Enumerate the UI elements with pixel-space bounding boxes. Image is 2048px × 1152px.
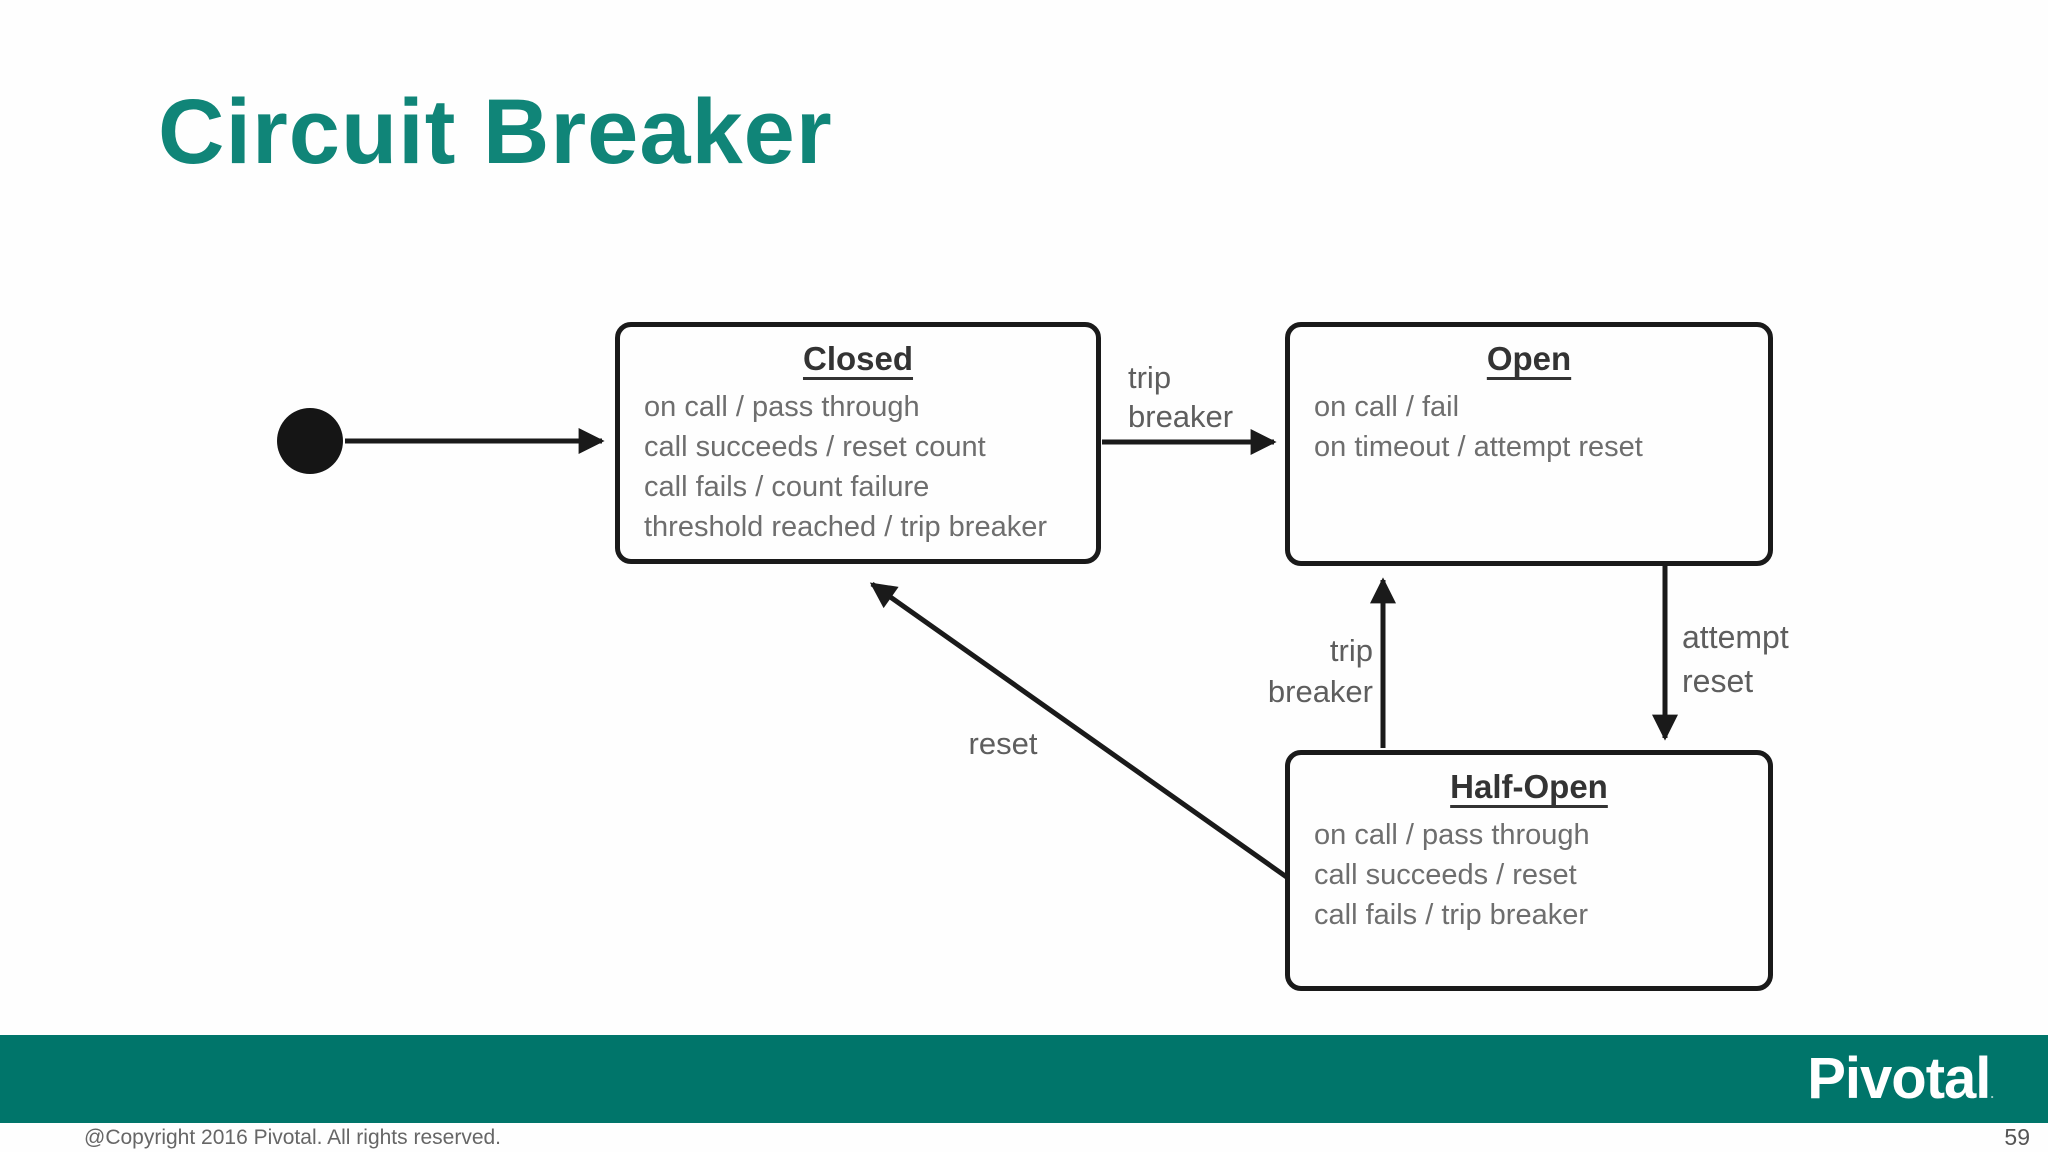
page-title: Circuit Breaker bbox=[158, 81, 833, 183]
state-behavior: on timeout / attempt reset bbox=[1314, 431, 1643, 463]
state-open-behaviors: on call / fail on timeout / attempt rese… bbox=[1290, 387, 1768, 467]
label-reset: reset bbox=[968, 726, 1038, 761]
state-behavior: threshold reached / trip breaker bbox=[644, 511, 1047, 543]
state-open-title: Open bbox=[1486, 340, 1572, 377]
label-trip-breaker-vertical: trip breaker bbox=[1267, 633, 1373, 709]
state-closed-behaviors: on call / pass through call succeeds / r… bbox=[620, 387, 1096, 547]
state-behavior: call fails / trip breaker bbox=[1314, 899, 1588, 931]
state-behavior: on call / fail bbox=[1314, 391, 1460, 423]
copyright-text: @Copyright 2016 Pivotal. All rights rese… bbox=[84, 1126, 502, 1149]
state-half-open: Half-Open on call / pass through call su… bbox=[1285, 750, 1773, 991]
label-attempt-reset: attempt reset bbox=[1682, 619, 1789, 699]
pivotal-logo-text: Pivotal bbox=[1807, 1046, 1991, 1111]
state-behavior: call succeeds / reset bbox=[1314, 859, 1577, 891]
pivotal-logo: Pivotal. bbox=[1807, 1045, 1994, 1112]
initial-state-dot bbox=[277, 408, 343, 474]
footer-bar: Pivotal. bbox=[0, 1035, 2048, 1123]
state-open: Open on call / fail on timeout / attempt… bbox=[1285, 322, 1773, 566]
state-closed: Closed on call / pass through call succe… bbox=[615, 322, 1101, 564]
page-number: 59 bbox=[2004, 1124, 2030, 1150]
state-behavior: call succeeds / reset count bbox=[644, 431, 986, 463]
state-behavior: on call / pass through bbox=[1314, 819, 1590, 851]
state-closed-title: Closed bbox=[802, 340, 914, 377]
state-half-open-behaviors: on call / pass through call succeeds / r… bbox=[1290, 815, 1768, 935]
state-half-open-title: Half-Open bbox=[1450, 768, 1608, 805]
arrow-halfopen-to-closed bbox=[869, 581, 1290, 881]
state-behavior: on call / pass through bbox=[644, 391, 920, 423]
label-trip-breaker-horizontal: trip breaker bbox=[1128, 360, 1234, 434]
trademark-mark: . bbox=[1990, 1086, 1994, 1101]
state-behavior: call fails / count failure bbox=[644, 471, 930, 503]
